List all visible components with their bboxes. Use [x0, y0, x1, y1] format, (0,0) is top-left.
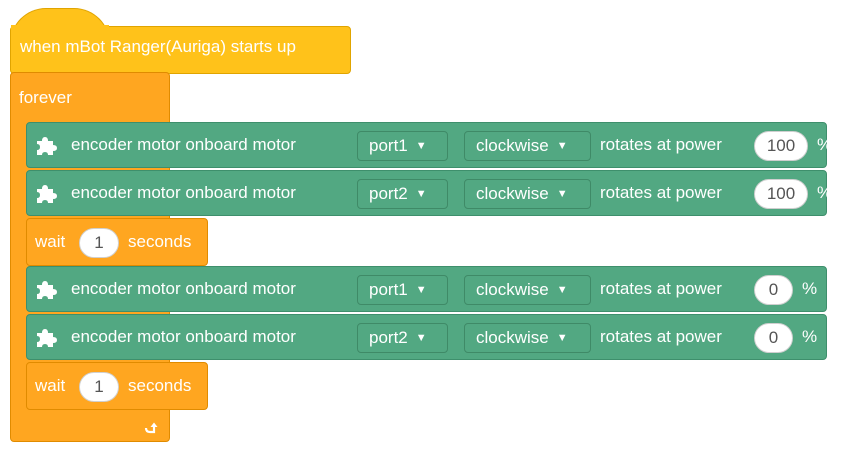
direction-dropdown[interactable]: clockwise▼	[464, 323, 591, 353]
puzzle-icon	[37, 185, 57, 203]
caret-down-icon: ▼	[415, 284, 427, 296]
puzzle-icon	[37, 329, 57, 347]
motor-block-label: encoder motor onboard motor	[71, 183, 296, 202]
wait-seconds-input[interactable]: 1	[79, 228, 119, 258]
port-dropdown[interactable]: port2▼	[357, 323, 448, 353]
direction-dropdown[interactable]: clockwise▼	[464, 131, 591, 161]
when-starts-up-block[interactable]	[10, 26, 351, 74]
wait-block[interactable]: wait 1 seconds	[26, 362, 208, 410]
power-label: rotates at power	[600, 183, 722, 202]
percent-label: %	[817, 183, 833, 202]
encoder-motor-block[interactable]: encoder motor onboard motor port1▼ clock…	[26, 122, 832, 168]
seconds-label: seconds	[128, 232, 192, 251]
encoder-motor-block[interactable]: encoder motor onboard motor port2▼ clock…	[26, 170, 832, 216]
encoder-motor-block[interactable]: encoder motor onboard motor port2▼ clock…	[26, 314, 827, 360]
port-dropdown[interactable]: port2▼	[357, 179, 448, 209]
port-dropdown[interactable]: port1▼	[357, 275, 448, 305]
percent-label: %	[817, 135, 833, 154]
percent-label: %	[802, 327, 818, 346]
direction-dropdown[interactable]: clockwise▼	[464, 179, 591, 209]
caret-down-icon: ▼	[556, 332, 568, 344]
power-label: rotates at power	[600, 135, 722, 154]
wait-label: wait	[35, 376, 66, 395]
caret-down-icon: ▼	[415, 140, 427, 152]
power-label: rotates at power	[600, 279, 722, 298]
encoder-motor-block[interactable]: encoder motor onboard motor port1▼ clock…	[26, 266, 827, 312]
hat-block-label: when mBot Ranger(Auriga) starts up	[20, 37, 296, 56]
caret-down-icon: ▼	[415, 188, 427, 200]
seconds-label: seconds	[128, 376, 192, 395]
percent-label: %	[802, 279, 818, 298]
puzzle-icon	[37, 137, 57, 155]
motor-block-label: encoder motor onboard motor	[71, 327, 296, 346]
port-dropdown[interactable]: port1▼	[357, 131, 448, 161]
caret-down-icon: ▼	[556, 284, 568, 296]
puzzle-icon	[37, 281, 57, 299]
motor-block-label: encoder motor onboard motor	[71, 279, 296, 298]
power-input[interactable]: 0	[754, 275, 793, 305]
loop-arrow-icon	[140, 416, 160, 436]
power-label: rotates at power	[600, 327, 722, 346]
caret-down-icon: ▼	[556, 188, 568, 200]
wait-label: wait	[35, 232, 66, 251]
wait-seconds-input[interactable]: 1	[79, 372, 119, 402]
power-input[interactable]: 100	[754, 131, 808, 161]
power-input[interactable]: 100	[754, 179, 808, 209]
direction-dropdown[interactable]: clockwise▼	[464, 275, 591, 305]
forever-label: forever	[19, 88, 72, 107]
wait-block[interactable]: wait 1 seconds	[26, 218, 208, 266]
caret-down-icon: ▼	[415, 332, 427, 344]
power-input[interactable]: 0	[754, 323, 793, 353]
motor-block-label: encoder motor onboard motor	[71, 135, 296, 154]
caret-down-icon: ▼	[556, 140, 568, 152]
